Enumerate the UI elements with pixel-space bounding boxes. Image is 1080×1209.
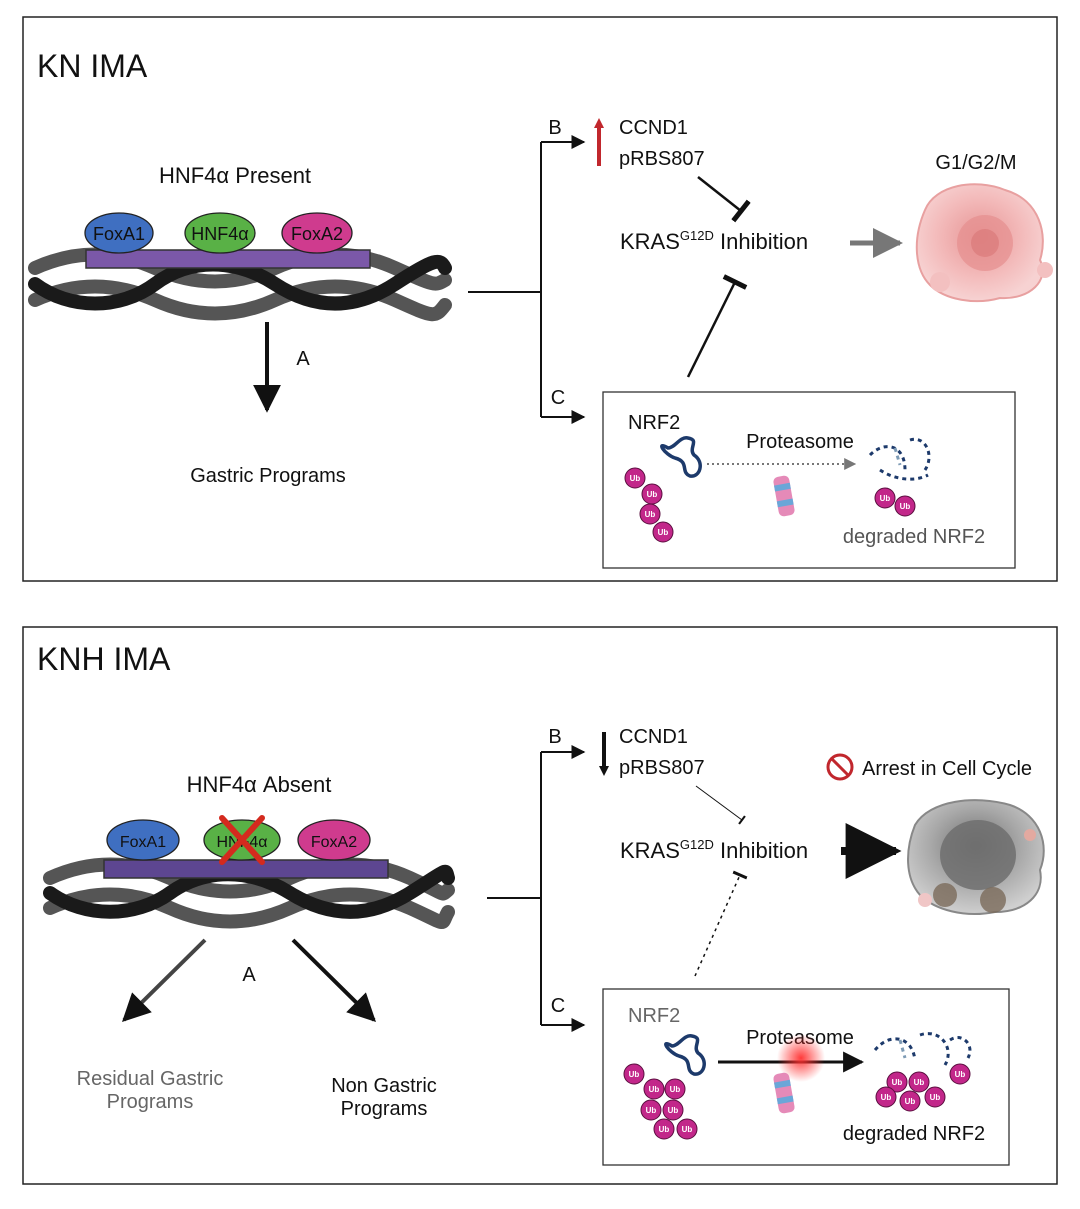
panel-title: KNH IMA [37, 641, 171, 677]
ub-label: Ub [629, 1070, 640, 1079]
hnf4a-factor [184, 212, 256, 254]
ubiquitin-chain [624, 467, 916, 543]
cell-state-label: G1/G2/M [935, 152, 1016, 174]
kras-inhibition: KRASG12D Inhibition [620, 228, 808, 254]
foxa1-factor [106, 819, 180, 861]
degraded-label: degraded NRF2 [843, 1123, 985, 1145]
foxa1-label: FoxA1 [93, 224, 145, 244]
c-inhibition-line [686, 274, 748, 378]
ub-label: Ub [658, 528, 669, 537]
nrf2-label: NRF2 [628, 412, 680, 434]
proliferating-cell-icon [915, 183, 1053, 303]
nongastric-label-2: Programs [341, 1098, 428, 1120]
ub-label: Ub [892, 1078, 903, 1087]
nrf2-protein-icon [660, 436, 702, 478]
ub-label: Ub [682, 1125, 693, 1134]
ub-label: Ub [646, 1106, 657, 1115]
proteasome-label: Proteasome [746, 431, 854, 453]
foxa1-label: FoxA1 [120, 834, 166, 851]
branch-trunk [487, 752, 542, 1025]
foxa2-factor [281, 212, 353, 254]
ub-label: Ub [905, 1097, 916, 1106]
panel-knh-ima: KNH IMA HNF4α Absent FoxA1 HNF4α FoxA2 A… [22, 626, 1058, 1185]
degraded-fragments-icon [873, 1032, 972, 1066]
ub-label: Ub [930, 1093, 941, 1102]
activity-glow [777, 1034, 825, 1082]
ub-label: Ub [914, 1078, 925, 1087]
foxa2-label: FoxA2 [291, 224, 343, 244]
promoter-bar [103, 859, 389, 879]
ub-label: Ub [645, 510, 656, 519]
branch-b-label: B [548, 117, 561, 139]
residual-label-1: Residual Gastric [77, 1068, 224, 1090]
residual-label-2: Programs [107, 1091, 194, 1113]
foxa1-factor [84, 212, 154, 254]
ub-label: Ub [630, 474, 641, 483]
prbs-label: pRBS807 [619, 757, 705, 779]
arrow-a-label: A [296, 348, 310, 370]
ub-label: Ub [955, 1070, 966, 1079]
nongastric-label-1: Non Gastric [331, 1075, 437, 1097]
b-inhibition-line [695, 785, 746, 825]
branch-trunk [468, 142, 542, 417]
prbs-label: pRBS807 [619, 148, 705, 170]
up-arrow-head [594, 118, 604, 128]
proteasome-icon [773, 475, 795, 517]
proteasome-icon [773, 1072, 795, 1114]
ccnd1-label: CCND1 [619, 117, 688, 139]
nrf2-protein-icon [664, 1034, 706, 1076]
gastric-programs: Gastric Programs [190, 465, 346, 487]
foxa2-label: FoxA2 [311, 834, 357, 851]
ub-label: Ub [880, 494, 891, 503]
ub-label: Ub [649, 1085, 660, 1094]
arrow-a-right [291, 938, 376, 1022]
dna-label: HNF4α Present [159, 163, 311, 188]
ubiquitin-cluster [623, 1063, 971, 1140]
ub-label: Ub [647, 490, 658, 499]
arrow-a-label: A [242, 964, 256, 986]
dna-label: HNF4α Absent [187, 772, 332, 797]
ub-label: Ub [659, 1125, 670, 1134]
ub-label: Ub [881, 1093, 892, 1102]
arrow-a-left [122, 938, 207, 1022]
arrested-cell-icon [907, 799, 1045, 915]
branch-b-label: B [548, 726, 561, 748]
ub-label: Ub [900, 502, 911, 511]
arrest-label: Arrest in Cell Cycle [862, 758, 1032, 780]
branch-c-label: C [551, 995, 565, 1017]
hnf4a-label: HNF4α [191, 224, 248, 244]
prohibited-icon [826, 753, 854, 781]
panel-title: KN IMA [37, 48, 148, 84]
ccnd1-label: CCND1 [619, 726, 688, 748]
degraded-label: degraded NRF2 [843, 526, 985, 548]
c-inhibition-dotted [694, 870, 748, 977]
branch-c-label: C [551, 387, 565, 409]
kras-inhibition: KRASG12D Inhibition [620, 837, 808, 863]
absent-x-icon [219, 815, 265, 865]
ub-label: Ub [670, 1085, 681, 1094]
down-arrow-head [599, 766, 609, 776]
ub-label: Ub [668, 1106, 679, 1115]
nrf2-label: NRF2 [628, 1005, 680, 1027]
foxa2-factor [297, 819, 371, 861]
degraded-fragments-icon [868, 437, 931, 481]
nrf2-box [602, 391, 1016, 569]
b-inhibition-line [697, 176, 751, 223]
panel-kn-ima: KN IMA HNF4α Present FoxA1 HNF4α FoxA2 A… [22, 16, 1058, 582]
